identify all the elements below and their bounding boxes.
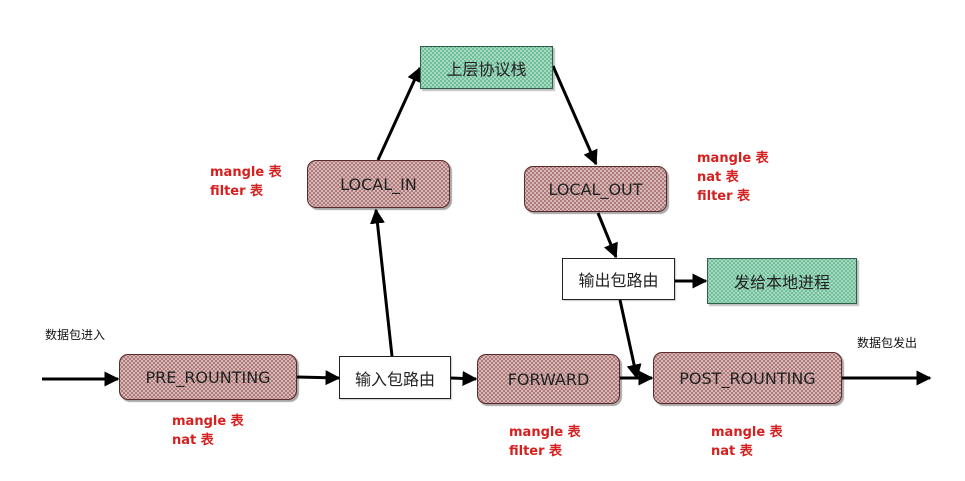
deliver-to-local-process-node: 发给本地进程 — [707, 258, 857, 304]
table-label: filter 表 — [509, 444, 563, 459]
arrow-local-out-to-output-routing — [596, 212, 618, 259]
input-routing-node: 输入包路由 — [339, 356, 451, 399]
table-label: filter 表 — [210, 184, 264, 199]
post-routing-tables: mangle 表 nat 表 — [711, 423, 783, 461]
pre-routing-chain: PRE_ROUNTING — [119, 354, 297, 400]
table-label: mangle 表 — [509, 425, 581, 440]
arrow-local-in-to-upper-stack — [376, 66, 422, 161]
arrow-pre-to-input-routing — [296, 370, 341, 386]
table-label: nat 表 — [172, 433, 214, 448]
forward-chain: FORWARD — [477, 354, 620, 404]
arrow-input-routing-to-forward — [450, 370, 478, 386]
packet-in-caption: 数据包进入 — [45, 328, 106, 342]
table-label: nat 表 — [711, 444, 753, 459]
output-routing-node: 输出包路由 — [562, 258, 675, 300]
arrow-output-routing-to-post — [618, 299, 642, 380]
upper-protocol-stack-node: 上层协议栈 — [420, 46, 553, 89]
local-in-tables: mangle 表 filter 表 — [210, 163, 282, 201]
pre-routing-tables: mangle 表 nat 表 — [172, 412, 244, 450]
post-routing-chain: POST_ROUNTING — [653, 352, 842, 404]
arrow-input-routing-to-local-in — [370, 208, 394, 357]
arrow-upper-stack-to-local-out — [551, 65, 598, 166]
table-label: mangle 表 — [697, 151, 769, 166]
packet-out-caption: 数据包发出 — [857, 336, 918, 350]
table-label: nat 表 — [697, 170, 739, 185]
local-out-tables: mangle 表 nat 表 filter 表 — [697, 149, 769, 206]
forward-tables: mangle 表 filter 表 — [509, 423, 581, 461]
table-label: filter 表 — [697, 189, 751, 204]
table-label: mangle 表 — [711, 425, 783, 440]
table-label: mangle 表 — [210, 165, 282, 180]
table-label: mangle 表 — [172, 414, 244, 429]
local-in-chain: LOCAL_IN — [307, 160, 450, 208]
local-out-chain: LOCAL_OUT — [524, 166, 667, 212]
